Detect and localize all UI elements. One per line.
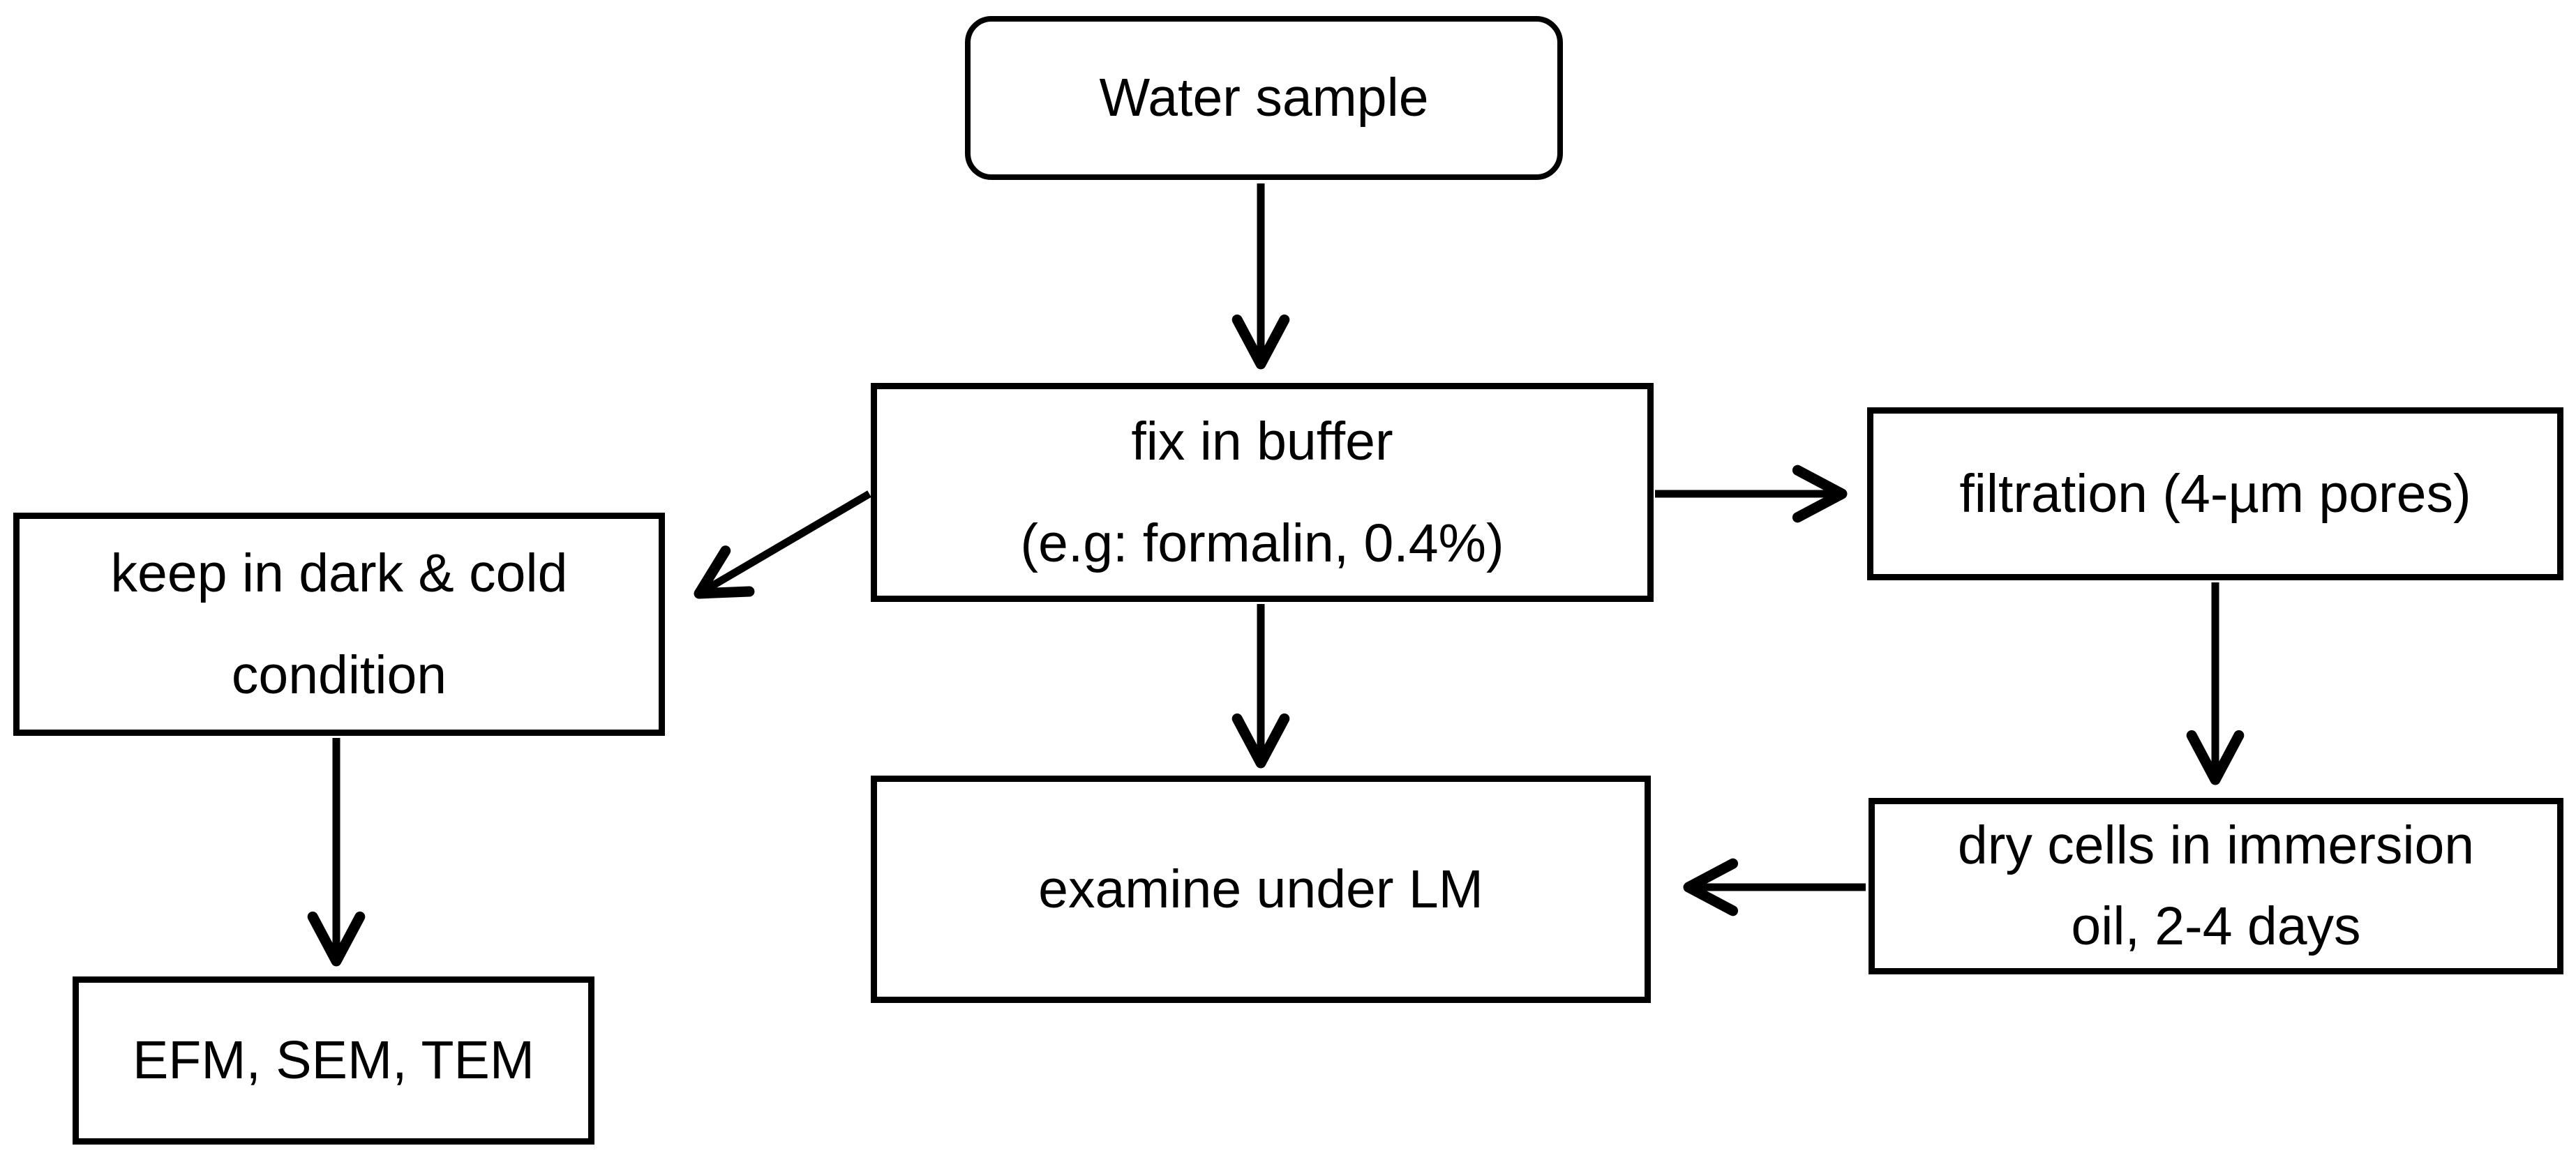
arrowhead-icon <box>307 911 366 967</box>
arrowhead-icon <box>1792 465 1848 523</box>
node-filtration: filtration (4-µm pores) <box>1867 407 2563 580</box>
node-keep-dark-cold-line1: keep in dark & cold <box>110 543 568 603</box>
node-examine-lm-label: examine under LM <box>1038 859 1483 919</box>
arrow-keep-dark-cold-to-efm-sem-tem <box>307 738 366 967</box>
node-filtration-label: filtration (4-µm pores) <box>1959 463 2471 524</box>
node-keep-dark-cold-line2: condition <box>231 645 447 705</box>
node-keep-dark-cold: keep in dark & cold condition <box>13 513 665 736</box>
arrowhead-icon <box>1231 713 1290 769</box>
node-fix-in-buffer: fix in buffer (e.g: formalin, 0.4%) <box>871 383 1654 602</box>
node-fix-in-buffer-line2: (e.g: formalin, 0.4%) <box>1020 513 1504 573</box>
arrowhead-icon <box>694 545 755 599</box>
node-fix-in-buffer-line1: fix in buffer <box>1131 411 1393 471</box>
arrow-fix-in-buffer-to-examine-lm <box>1231 604 1290 769</box>
node-water-sample: Water sample <box>965 16 1563 180</box>
arrow-shaft <box>697 490 871 597</box>
node-examine-lm: examine under LM <box>871 776 1651 1003</box>
node-water-sample-label: Water sample <box>1099 68 1429 128</box>
arrow-water-sample-to-fix-in-buffer <box>1231 183 1290 370</box>
node-efm-sem-tem: EFM, SEM, TEM <box>73 976 594 1145</box>
arrowhead-icon <box>1231 314 1290 370</box>
arrow-fix-in-buffer-to-filtration <box>1655 465 1848 523</box>
node-dry-cells-line2: oil, 2-4 days <box>2071 896 2361 956</box>
arrowhead-icon <box>1683 858 1739 916</box>
arrow-fix-in-buffer-to-keep-dark-cold <box>694 490 871 599</box>
arrow-filtration-to-dry-cells <box>2186 582 2245 785</box>
node-dry-cells: dry cells in immersion oil, 2-4 days <box>1869 798 2563 974</box>
node-efm-sem-tem-label: EFM, SEM, TEM <box>132 1030 535 1091</box>
arrowhead-icon <box>2186 730 2245 785</box>
arrow-dry-cells-to-examine-lm <box>1683 858 1866 916</box>
node-dry-cells-line1: dry cells in immersion <box>1957 815 2475 875</box>
